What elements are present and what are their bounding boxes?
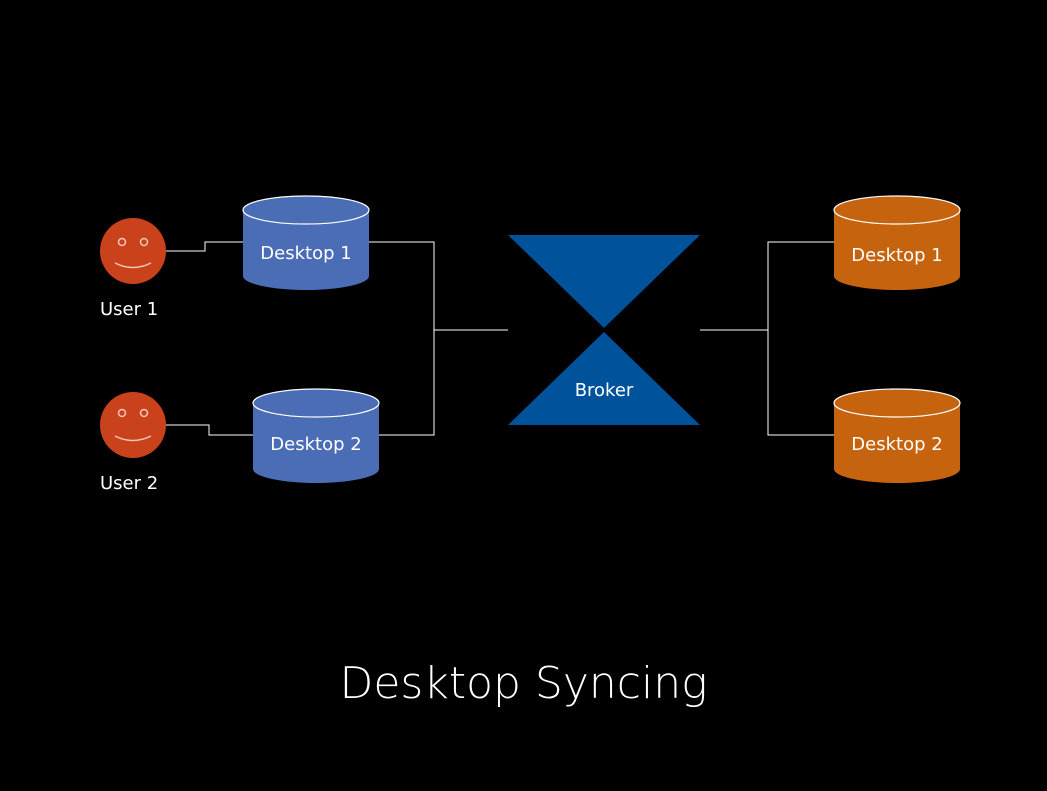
slide-title: Desktop Syncing: [339, 658, 708, 709]
user-2-face-icon: [100, 392, 166, 458]
connector-user2-desktop2: [166, 424, 253, 436]
connector-rightbus-desktop2: [767, 330, 834, 436]
user-2-label: User 2: [100, 473, 159, 494]
user-1-face-icon: [100, 218, 166, 284]
connector-rightbus-desktop1: [767, 241, 834, 330]
connectors: [166, 241, 834, 436]
right-desktop-2-cylinder: Desktop 2: [833, 388, 961, 483]
user-1-label: User 1: [100, 299, 159, 320]
right-desktop-2-label: Desktop 2: [851, 434, 942, 455]
connector-desktop1-bus: [369, 241, 435, 330]
right-desktop-1-cylinder: Desktop 1: [833, 195, 961, 290]
left-desktop-2-cylinder: Desktop 2: [252, 388, 380, 483]
broker-hourglass-icon: Broker: [508, 235, 700, 425]
connector-user1-desktop1: [166, 241, 243, 252]
broker-label: Broker: [575, 380, 634, 401]
connector-desktop2-bus: [379, 330, 435, 436]
right-desktop-1-label: Desktop 1: [851, 245, 942, 266]
left-desktop-2-label: Desktop 2: [270, 434, 361, 455]
left-desktop-1-label: Desktop 1: [260, 243, 351, 264]
left-desktop-1-cylinder: Desktop 1: [242, 195, 370, 290]
